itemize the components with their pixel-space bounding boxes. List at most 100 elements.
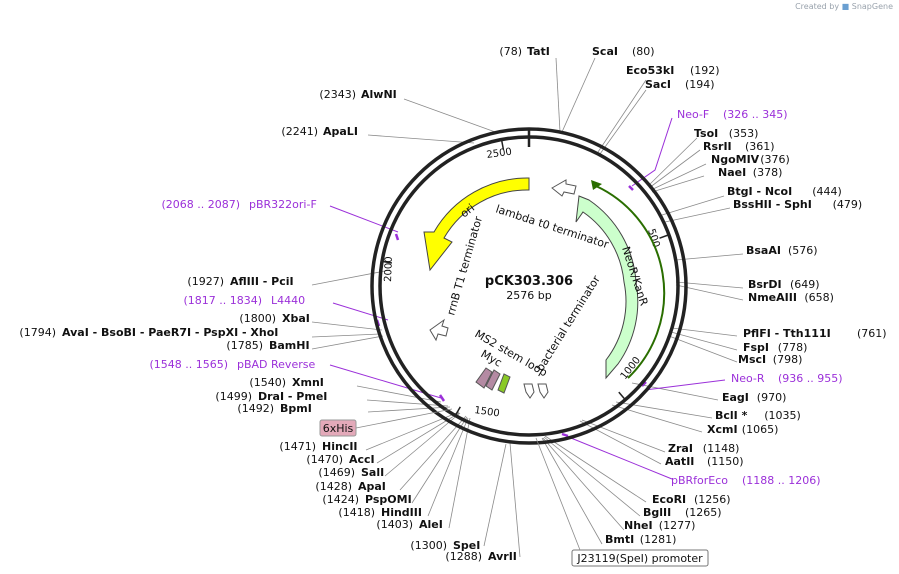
site-name: XbaI xyxy=(282,312,310,325)
site-position: (444) xyxy=(812,185,842,198)
primer-pbad-reverse-pos: (1548 .. 1565) xyxy=(149,358,228,371)
site-position: (1492) xyxy=(237,402,274,415)
site-position: (1256) xyxy=(694,493,731,506)
site-name: NgoMIV xyxy=(711,153,760,166)
primer-neo-f-pos: (326 .. 345) xyxy=(723,108,788,121)
site-position: (1300) xyxy=(410,539,447,552)
site-position: (1499) xyxy=(215,390,252,403)
site-name: BtgI - NcoI xyxy=(727,185,792,198)
primer-connector-lines xyxy=(329,117,726,480)
plasmid-name: pCK303.306 xyxy=(485,274,573,289)
tick-label: 1500 xyxy=(474,405,501,419)
site-name: BglII xyxy=(643,506,671,519)
site-position: (576) xyxy=(788,244,818,257)
site-eco53ki-pos: (192) xyxy=(690,64,720,77)
ori-feature xyxy=(423,177,530,272)
site-name: ZraI xyxy=(668,442,693,455)
primer-pbr322ori-f-name: pBR322ori-F xyxy=(249,198,317,211)
site-tati-pos: (78) xyxy=(499,45,522,58)
site-name: NaeI xyxy=(718,166,746,179)
primer-pbad-reverse-name: pBAD Reverse xyxy=(237,358,315,371)
tick-mark xyxy=(381,260,393,264)
site-name: SalI xyxy=(361,466,384,479)
site-name: BpmI xyxy=(280,402,312,415)
snapgene-branding: Created by ■ SnapGene xyxy=(795,2,893,11)
primer-neo-r-pos: (936 .. 955) xyxy=(778,372,843,385)
site-name: BamHI xyxy=(269,339,310,352)
site-position: (1148) xyxy=(703,442,740,455)
site-name: AvrII xyxy=(488,550,517,563)
primer-neo-f-name: Neo-F xyxy=(677,108,709,121)
promoter-label: J23119(SpeI) promoter xyxy=(576,552,703,565)
site-position: (1785) xyxy=(226,339,263,352)
site-position: (1424) xyxy=(322,493,359,506)
site-position: (1288) xyxy=(445,550,482,563)
site-name: DraI - PmeI xyxy=(258,390,327,403)
site-position: (353) xyxy=(729,127,759,140)
site-position: (1800) xyxy=(239,312,276,325)
site-name: AccI xyxy=(349,453,375,466)
site-position: (1418) xyxy=(338,506,375,519)
site-position: (970) xyxy=(757,391,787,404)
site-position: (1403) xyxy=(376,518,413,531)
site-position: (778) xyxy=(778,341,808,354)
site-name: SpeI xyxy=(453,539,480,552)
promoter-icon xyxy=(537,383,549,399)
site-name: XcmI xyxy=(707,423,738,436)
right-restriction-sites: TsoI(353)RsrII(361)NgoMIV(376)NaeI(378)B… xyxy=(605,127,887,546)
site-name: TsoI xyxy=(694,127,718,140)
site-position: (1471) xyxy=(279,440,316,453)
site-apali-name: ApaLI xyxy=(323,125,358,138)
his-tag-label: 6xHis xyxy=(323,422,354,435)
tick-mark xyxy=(454,406,461,416)
site-scai-pos: (80) xyxy=(632,45,655,58)
created-by-text: Created by xyxy=(795,2,840,11)
site-saci-name: SacI xyxy=(645,78,671,91)
site-name: RsrII xyxy=(703,140,732,153)
site-position: (479) xyxy=(833,198,863,211)
site-name: BssHII - SphI xyxy=(733,198,812,211)
site-name: AleI xyxy=(419,518,443,531)
plasmid-length: 2576 bp xyxy=(506,289,551,302)
site-position: (658) xyxy=(804,291,834,304)
site-position: (1281) xyxy=(640,533,677,546)
site-apali-pos: (2241) xyxy=(281,125,318,138)
site-name: AflIII - PciI xyxy=(230,275,294,288)
site-name: BclI * xyxy=(715,409,748,422)
site-eco53ki-name: Eco53kI xyxy=(626,64,674,77)
site-position: (798) xyxy=(773,353,803,366)
myc-tag-icon xyxy=(497,373,511,394)
site-position: (649) xyxy=(790,278,820,291)
site-name: HincII xyxy=(322,440,358,453)
site-name: XmnI xyxy=(292,376,324,389)
site-name: EcoRI xyxy=(652,493,686,506)
primer-pbrforeco-name: pBRforEco xyxy=(671,474,728,487)
site-position: (378) xyxy=(753,166,783,179)
site-name: HindIII xyxy=(381,506,422,519)
site-position: (1035) xyxy=(764,409,801,422)
site-scai-name: ScaI xyxy=(592,45,618,58)
ms2-stem-loop-icon xyxy=(475,367,493,389)
primer-pbrforeco-pos: (1188 .. 1206) xyxy=(742,474,821,487)
primer-neo-r-name: Neo-R xyxy=(731,372,765,385)
tick-label: 1000 xyxy=(619,355,643,382)
tick-mark xyxy=(659,234,670,239)
site-name: ApaI xyxy=(358,480,386,493)
site-position: (1065) xyxy=(742,423,779,436)
site-alwni-name: AlwNI xyxy=(361,88,397,101)
tick-mark xyxy=(500,139,505,150)
site-name: NheI xyxy=(624,519,653,532)
site-position: (1470) xyxy=(306,453,343,466)
site-name: NmeAIII xyxy=(748,291,797,304)
site-position: (1150) xyxy=(707,455,744,468)
snapgene-logo-icon: ■ xyxy=(841,2,850,11)
primer-l4440-pos: (1817 .. 1834) xyxy=(183,294,262,307)
rrnb-terminator-icon xyxy=(429,318,449,342)
tick-label: 2500 xyxy=(486,147,513,161)
site-position: (1540) xyxy=(249,376,286,389)
primer-pbr322ori-f-pos: (2068 .. 2087) xyxy=(161,198,240,211)
site-position: (1428) xyxy=(315,480,352,493)
tick-label: 2000 xyxy=(383,256,395,282)
snapgene-text: SnapGene xyxy=(851,2,893,11)
